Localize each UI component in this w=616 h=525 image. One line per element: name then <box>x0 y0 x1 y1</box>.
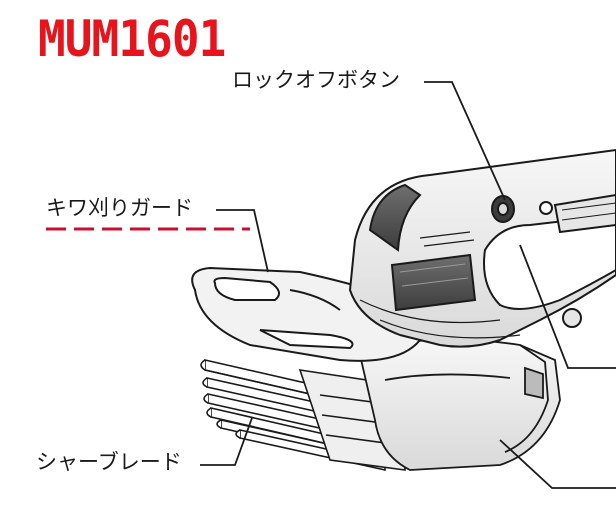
model-title: MUM1601 <box>38 10 226 68</box>
label-lock-off-button: ロックオフボタン <box>232 68 400 92</box>
gear-housing <box>358 338 561 471</box>
label-shear-blade: シャーブレード <box>36 450 182 474</box>
label-edge-guard: キワ刈りガード <box>46 196 193 220</box>
leader-lines <box>200 81 616 489</box>
main-body <box>348 148 616 348</box>
